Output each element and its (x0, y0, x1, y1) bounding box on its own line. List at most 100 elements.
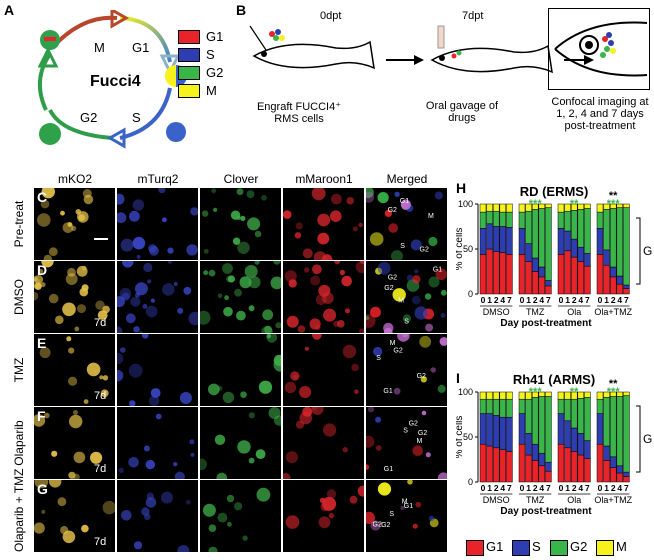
cell-nucleus (248, 305, 255, 312)
arc-g2 (48, 108, 113, 140)
cell-dot (600, 52, 606, 58)
day-tick-label: 2 (533, 483, 538, 493)
cell-nucleus (366, 464, 370, 470)
cell-nucleus (208, 269, 216, 277)
cell-nucleus (226, 494, 235, 503)
micrograph-tile (200, 188, 281, 260)
cell-nucleus (283, 473, 291, 479)
micrograph-tile (200, 261, 281, 333)
arc-m (50, 15, 118, 50)
cell-nucleus (326, 489, 337, 499)
cell-nucleus (320, 502, 330, 512)
cell-nucleus (288, 279, 297, 288)
merged-annotation: G2 (418, 430, 427, 437)
cell-nucleus (322, 254, 333, 260)
bar-segment-s (564, 420, 571, 449)
cell-nucleus (161, 491, 173, 504)
day-label: 7d (94, 317, 107, 329)
day-tick-label: 0 (598, 295, 603, 305)
day-tick-label: 7 (624, 483, 629, 493)
fish-pupil-zoom (585, 41, 593, 49)
cell-nucleus (242, 535, 248, 541)
cell-nucleus (402, 314, 411, 323)
day-tick-label: 1 (604, 295, 609, 305)
merged-annotation: G1 (400, 198, 409, 205)
cell-nucleus (214, 434, 226, 445)
col-head-merged: Merged (386, 172, 428, 186)
legend-label-g2: G2 (206, 65, 224, 80)
day-tick-label: 0 (481, 295, 486, 305)
cell-dot (273, 35, 279, 41)
cell-nucleus (189, 439, 195, 445)
cell-nucleus (310, 275, 321, 286)
legend-swatch-m (178, 84, 200, 98)
bar-segment-s (603, 445, 610, 461)
cell-nucleus (177, 545, 190, 552)
bar-segment-g1 (609, 467, 617, 483)
micrograph-tile (34, 188, 115, 260)
cell-nucleus (133, 541, 143, 550)
cell-nucleus (400, 505, 405, 510)
group-label: Ola+TMZ (594, 495, 632, 505)
cell-nucleus (117, 353, 124, 364)
significance-mark: *** (607, 386, 621, 398)
cell-nucleus (311, 407, 324, 415)
cell-nucleus (226, 275, 233, 283)
cell-nucleus (402, 334, 408, 338)
bottom-legend-label-s: S (532, 539, 541, 554)
bar-segment-s (609, 456, 617, 468)
micrograph-tile (200, 334, 281, 406)
bar-segment-m (486, 203, 493, 212)
day-tick-label: 0 (559, 483, 564, 493)
bar-segment-g1 (531, 460, 539, 483)
bar-segment-g1 (545, 285, 552, 295)
scale-bar (94, 238, 108, 240)
cell-nucleus (208, 546, 218, 552)
bar-segment-g2 (538, 396, 546, 454)
time-7dpt: 7dpt (462, 10, 484, 22)
bottom-legend-label-g2: G2 (570, 539, 588, 554)
cell-nucleus (213, 207, 218, 212)
cell-nucleus (129, 400, 136, 406)
legend-swatch-g1 (178, 30, 200, 44)
legend-label-s: S (206, 47, 215, 62)
cell-nucleus (99, 375, 104, 380)
cell-nucleus (143, 262, 153, 273)
cell-nucleus (83, 194, 94, 205)
cell-nucleus (129, 210, 140, 222)
day-tick-label: 2 (494, 483, 499, 493)
cell-nucleus (285, 515, 300, 529)
bar-segment-s (499, 226, 507, 253)
cell-nucleus (100, 389, 109, 398)
cell-nucleus (41, 188, 55, 199)
bar-segment-m (570, 391, 578, 400)
x-axis-label: Day post-treatment (500, 506, 592, 517)
group-label: TMZ (526, 307, 545, 317)
cell-nucleus (138, 330, 143, 333)
bar-segment-m (584, 391, 591, 398)
bottom-legend-swatch-g1 (466, 540, 484, 556)
bar-segment-g1 (603, 460, 610, 483)
day-tick-label: 4 (578, 295, 583, 305)
cell-nucleus (133, 326, 140, 333)
cell-nucleus (179, 392, 192, 404)
bar-segment-s (518, 413, 526, 445)
bar-segment-m (596, 203, 604, 213)
day-tick-label: 4 (500, 295, 505, 305)
cell-nucleus (330, 210, 342, 222)
cell-nucleus (117, 326, 123, 333)
cell-nucleus (304, 267, 310, 273)
micrograph-tile (117, 334, 198, 406)
panel-label-b: B (236, 2, 247, 18)
merged-annotation: S (404, 319, 409, 326)
significance-mark: *** (529, 386, 543, 398)
bar-segment-m (570, 203, 578, 211)
arrow-head-m (110, 10, 130, 29)
panel-label-i: I (456, 370, 460, 386)
bar-segment-m (531, 391, 539, 398)
bar-segment-m (557, 391, 565, 400)
cell-nucleus (200, 458, 207, 470)
cell-nucleus (222, 263, 233, 274)
g2-bracket (636, 405, 641, 473)
row-label: Olaparib + TMZ (12, 468, 26, 552)
